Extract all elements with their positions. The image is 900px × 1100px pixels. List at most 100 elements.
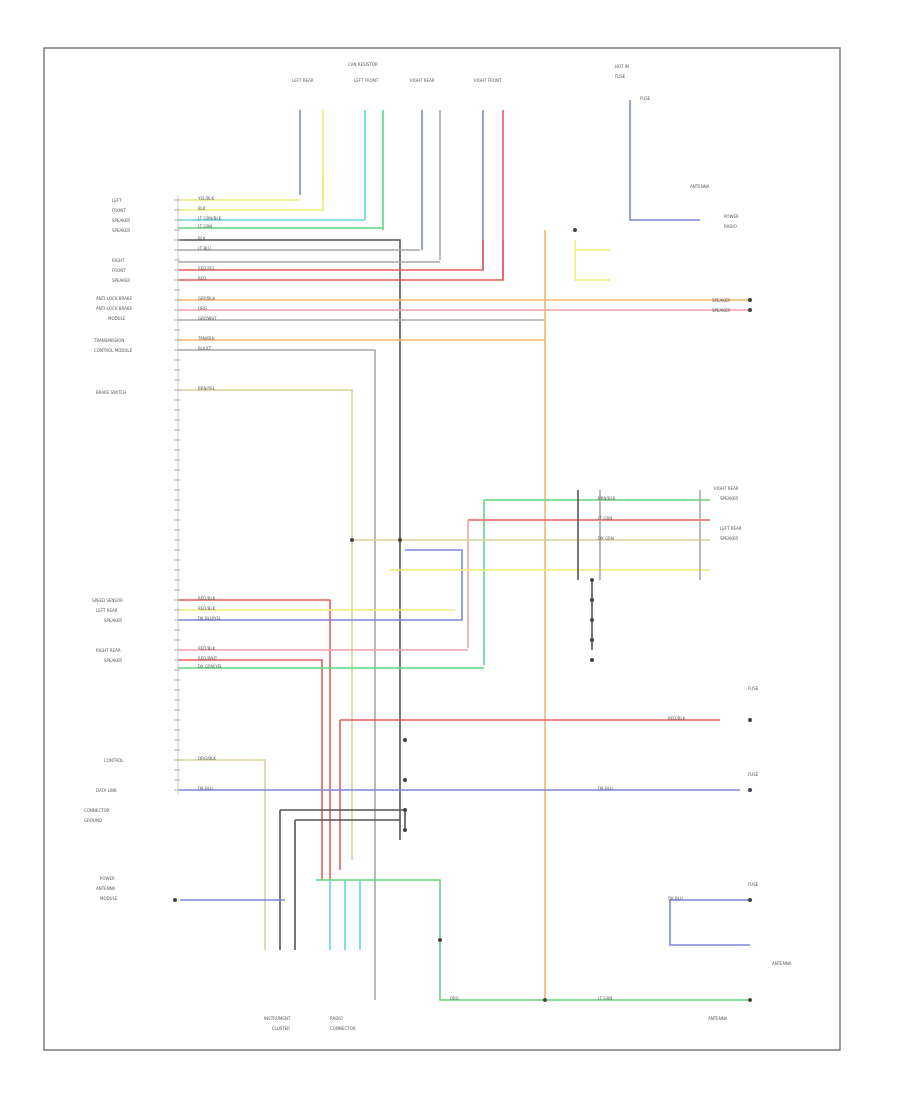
splice-dot <box>748 718 752 722</box>
left-label: ANTI-LOCK BRAKE <box>96 296 132 301</box>
splice-dot <box>403 828 407 832</box>
wire-label: LT GRN <box>198 224 212 229</box>
left-label: TRANSMISSION <box>93 338 124 343</box>
splice-dot <box>403 808 407 812</box>
wire-54 <box>669 900 750 946</box>
top-label: RIGHT FRONT <box>474 78 502 83</box>
splice-dot <box>748 298 752 302</box>
left-label: MODULE <box>108 316 126 321</box>
right-label: POWER <box>724 214 739 219</box>
splice-dot <box>748 308 752 312</box>
splice-dot <box>748 998 752 1002</box>
wire-label: ORG <box>198 306 207 311</box>
splice-dot <box>350 538 354 542</box>
wire-label: LT GRN <box>598 516 612 521</box>
wire-label: LT GRN <box>598 996 612 1001</box>
left-label: ANTI-LOCK BRAKE <box>96 306 132 311</box>
wire-16 <box>178 240 484 271</box>
wire-label: LT GRN/BLK <box>198 216 222 221</box>
right-label: SPEAKER <box>712 298 730 303</box>
splice-dot <box>438 938 442 942</box>
splice-dot <box>543 998 547 1002</box>
splice-dot <box>573 228 577 232</box>
wire-label: RED/YEL <box>198 266 216 271</box>
splice-dot <box>398 538 402 542</box>
left-label: CONTROL <box>104 758 124 763</box>
splice-dot <box>403 778 407 782</box>
wire-label: RED/BLK <box>198 596 216 601</box>
wire-38 <box>178 659 323 880</box>
right-label: SPEAKER <box>720 536 738 541</box>
top-label: LEFT FRONT <box>354 78 379 83</box>
splice-dot <box>590 638 594 642</box>
top-label: HOT IN <box>615 64 629 69</box>
wire-label: BLK/LT <box>198 346 212 351</box>
wire-label: RED/BLK <box>668 716 686 721</box>
wire-label: RED/WHT <box>198 656 218 661</box>
left-label: LEFT <box>112 198 122 203</box>
left-label: SPEAKER <box>112 228 130 233</box>
wire-22 <box>178 349 376 1000</box>
label-layer: LEFTFRONTSPEAKERSPEAKERRIGHTFRONTSPEAKER… <box>84 62 792 1031</box>
wire-label: BRN/YEL <box>198 386 216 391</box>
wire-label: DK GRN <box>598 536 614 541</box>
splice-dot <box>403 738 407 742</box>
diagram-frame <box>43 47 841 1051</box>
wire-label: ORG <box>450 996 459 1001</box>
wire-label: YEL/BLK <box>197 196 215 201</box>
wire-35 <box>178 599 331 880</box>
left-label: CONTROL MODULE <box>94 348 133 353</box>
wire-layer <box>178 100 750 1001</box>
bottom-label: INSTRUMENT <box>264 1016 291 1021</box>
wire-label: BRN/BLK <box>598 496 616 501</box>
wire-label: RED/BLK <box>198 646 216 651</box>
wire-label: DK BLU <box>598 786 613 791</box>
wire-25 <box>574 240 610 281</box>
right-label: SPEAKER <box>712 308 730 313</box>
left-label: RIGHT REAR <box>96 648 121 653</box>
right-label: RIGHT REAR <box>714 486 739 491</box>
wire-13 <box>178 239 401 840</box>
splice-dot <box>590 578 594 582</box>
top-label: FUSE <box>615 74 626 79</box>
splice-dot <box>173 898 177 902</box>
wire-32 <box>178 549 463 621</box>
wire-42 <box>178 759 266 950</box>
left-label: LEFT REAR <box>96 608 118 613</box>
left-label: SPEAKER <box>112 278 130 283</box>
left-label: SPEAKER <box>104 658 122 663</box>
right-label: RADIO <box>724 224 737 229</box>
bottom-label: CONNECTOR <box>330 1026 356 1031</box>
right-label: FUSE <box>748 686 759 691</box>
top-label: LEFT REAR <box>292 78 314 83</box>
right-label: FUSE <box>748 882 759 887</box>
top-label: RIGHT REAR <box>410 78 435 83</box>
left-label: DATA LINK <box>96 788 117 793</box>
bottom-label: ANTENNA <box>708 1016 728 1021</box>
left-label: GROUND <box>84 818 102 823</box>
left-label: FRONT <box>112 268 126 273</box>
right-label: FUSE <box>748 772 759 777</box>
splice-dot <box>748 898 752 902</box>
right-label: SPEAKER <box>720 496 738 501</box>
left-label: CONNECTOR <box>84 808 110 813</box>
connector-pin-layer <box>174 195 180 795</box>
wire-27 <box>629 100 700 221</box>
left-label: SPEED SENSOR <box>92 598 123 603</box>
left-label: RIGHT <box>112 258 125 263</box>
wire-label: BLK <box>198 236 206 241</box>
bottom-label: CLUSTER <box>272 1026 290 1031</box>
wire-label: GRY/WHT <box>198 316 217 321</box>
right-label: FUSE <box>640 96 651 101</box>
right-label: ANTENNA <box>772 961 792 966</box>
splice-dot <box>590 658 594 662</box>
splice-dot-layer <box>173 228 752 1002</box>
splice-dot <box>748 788 752 792</box>
top-label: CAN RESISTOR <box>348 62 378 67</box>
wire-label: DK GRN/YEL <box>198 664 223 669</box>
wire-label: DK BLU <box>668 896 683 901</box>
wire-label: ORG/BLK <box>198 756 216 761</box>
bottom-label: RADIO <box>330 1016 343 1021</box>
left-label: POWER <box>100 876 115 881</box>
